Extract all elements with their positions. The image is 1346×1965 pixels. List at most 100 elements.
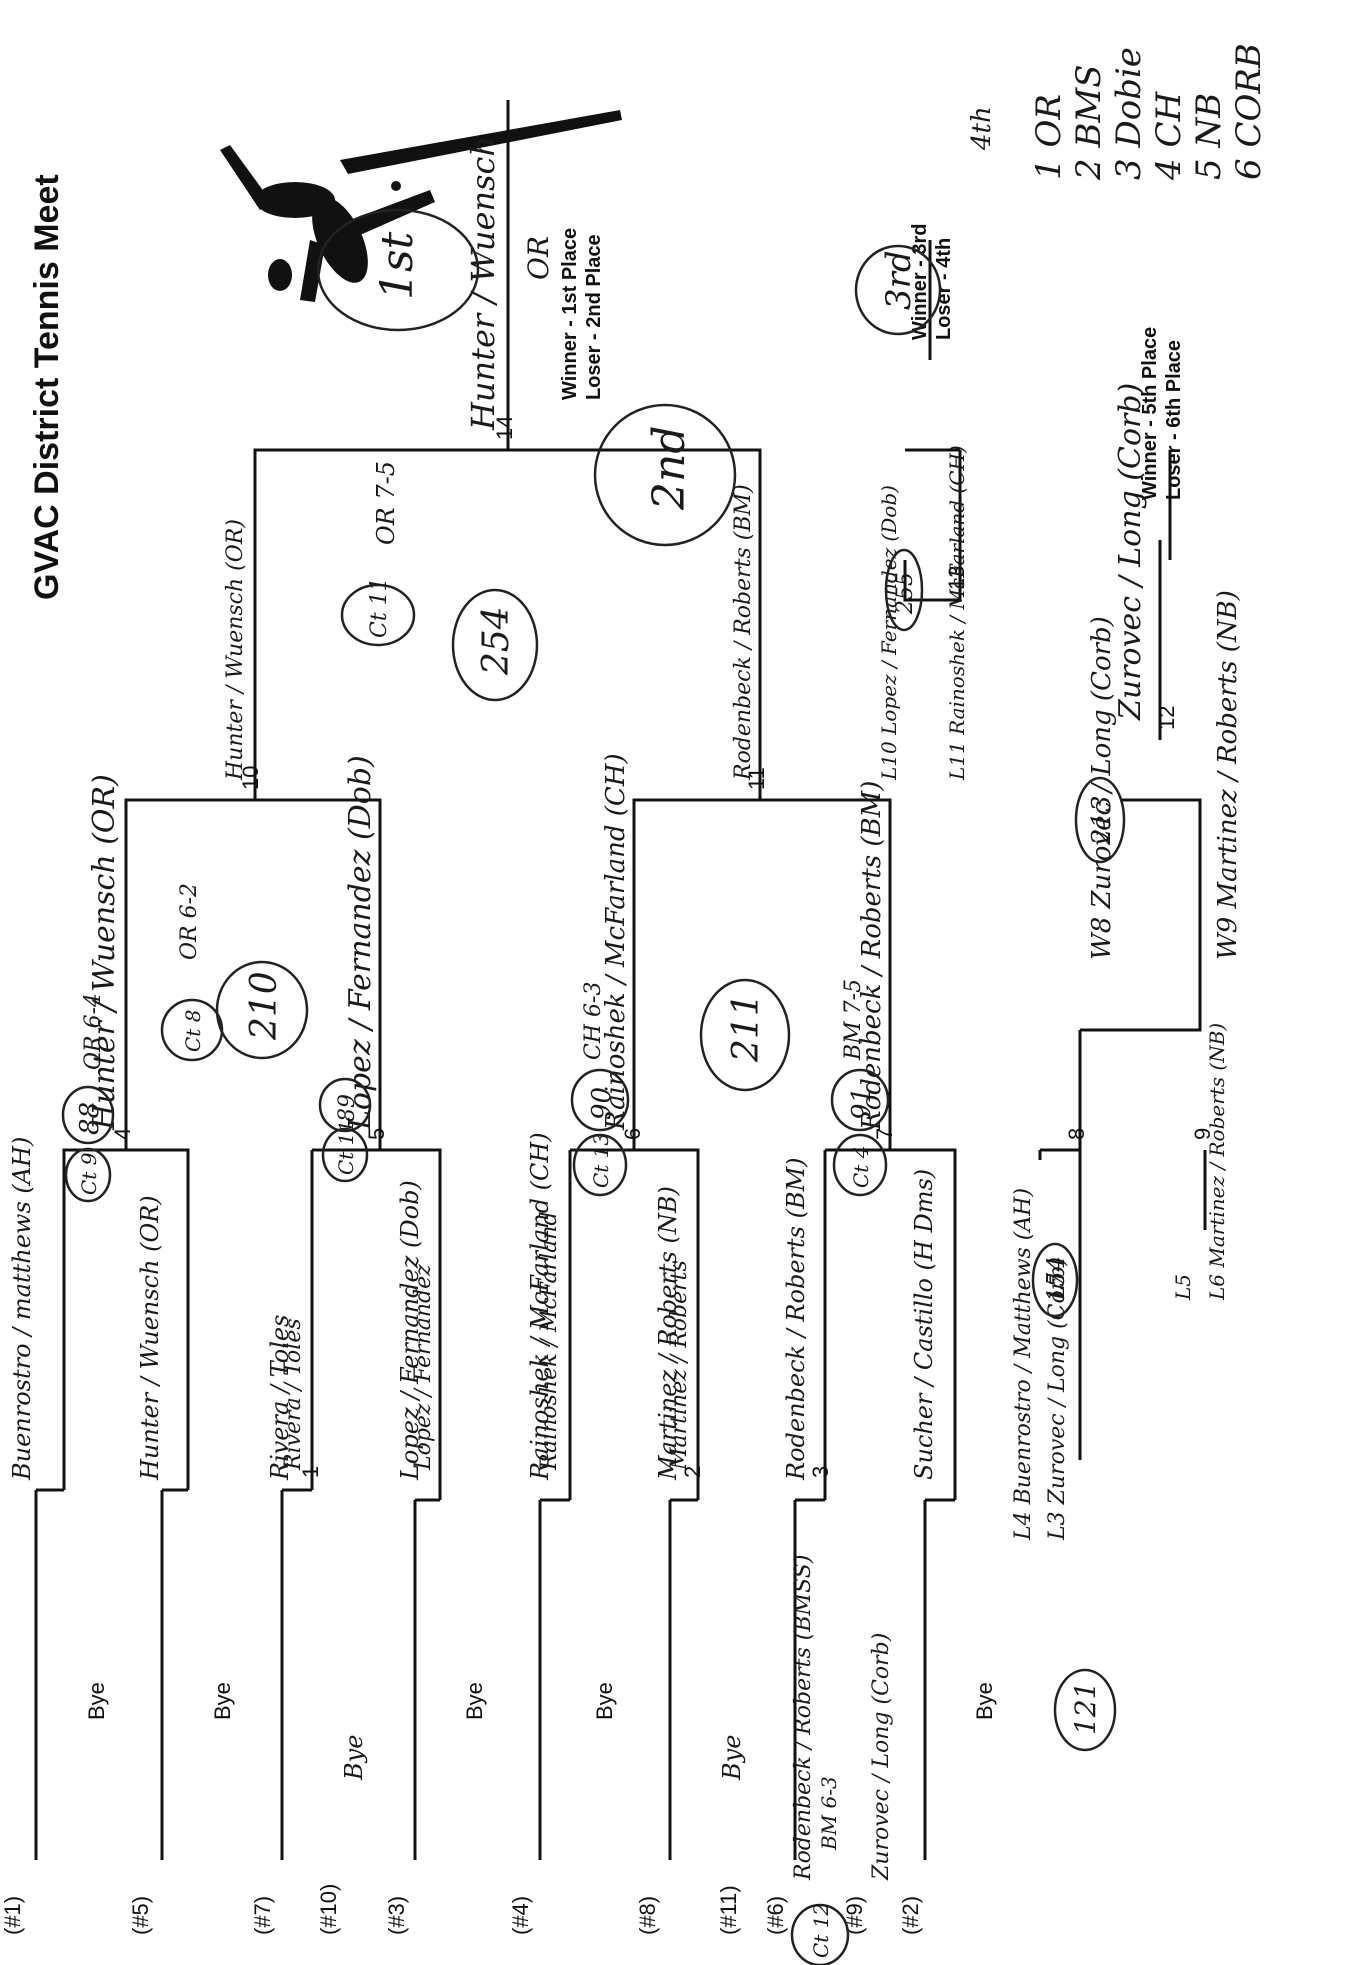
hand-cons-l3: L3 Zurovec / Long (Corb) <box>1045 1257 1070 1541</box>
bye-label: Bye <box>592 1682 617 1720</box>
tennis-player-silhouette <box>220 110 622 302</box>
page-title: GVAC District Tennis Meet <box>28 174 66 600</box>
hand-m2-top: Rainoshek / McFarland <box>537 1212 562 1472</box>
svg-text:89: 89 <box>335 1094 360 1122</box>
hand-w8: W8 Zurovec / Long (Corb) <box>1087 616 1117 960</box>
hand-r2-b: Hunter / Wuensch (OR) <box>136 1195 164 1481</box>
court-score-88: 88 Ct 9 OR 6-4 <box>61 993 115 1203</box>
bye-label: Bye <box>462 1682 487 1720</box>
hand-r2-g: Rodenbeck / Roberts (BM) <box>782 1157 810 1481</box>
svg-text:CH 6-3: CH 6-3 <box>581 982 606 1060</box>
hand-cons-l4: L4 Buenrostro / Matthews (AH) <box>1011 1188 1036 1541</box>
seed-3: (#3) <box>384 1896 409 1935</box>
svg-text:210: 210 <box>244 971 285 1041</box>
svg-text:255: 255 <box>893 572 918 615</box>
hand-r2-e: Rainoshek / McFarland (CH) <box>526 1132 554 1481</box>
seed-10: (#10) <box>316 1884 341 1935</box>
svg-text:254: 254 <box>476 606 517 676</box>
seed-6: (#6) <box>763 1896 788 1935</box>
court-score-91: 91 Ct 4 BM 7-5 <box>830 979 890 1197</box>
match-number: 5 <box>364 1128 389 1140</box>
court-score-89: 89 Ct 11 <box>318 1077 372 1183</box>
hand-seed11-bye: Bye <box>718 1735 746 1781</box>
hand-first: 1st <box>372 231 423 300</box>
svg-text:154: 154 <box>1042 1256 1070 1302</box>
standing-item: 6 CORB <box>1229 43 1269 180</box>
svg-text:BM 6-3: BM 6-3 <box>817 1776 841 1851</box>
match-number: 11 <box>744 767 769 790</box>
court-score-255: 255 <box>884 548 924 632</box>
svg-text:Ct 12: Ct 12 <box>809 1903 833 1958</box>
hand-cons-l7: L7 <box>1045 1274 1069 1301</box>
hand-rank-4th: 4th <box>967 106 997 151</box>
hand-sf-a: Hunter / Wuensch (OR) <box>223 519 248 781</box>
hand-r2-c: Rivera / Toles <box>266 1315 294 1481</box>
hand-sf-b: Rodenbeck / Roberts (BM) <box>731 484 756 781</box>
hand-cons-l6: L6 Martinez / Roberts (NB) <box>1205 1023 1229 1301</box>
seed-4: (#4) <box>508 1896 533 1935</box>
bye-labels: Bye Bye Bye Bye Bye <box>84 1682 997 1720</box>
court-score-210: 210 Ct 8 OR 6-2 <box>160 883 309 1062</box>
seed-2: (#2) <box>898 1896 923 1935</box>
bye-label: Bye <box>210 1682 235 1720</box>
match-number: 13 <box>944 566 969 590</box>
svg-text:121: 121 <box>1069 1682 1102 1735</box>
bye-label: Bye <box>972 1682 997 1720</box>
svg-text:211: 211 <box>726 993 767 1063</box>
seed-7: (#7) <box>250 1896 275 1935</box>
match-number: 1 <box>298 1466 323 1478</box>
seed-8: (#8) <box>635 1896 660 1935</box>
match-number: 14 <box>492 416 517 440</box>
bracket-lines <box>34 100 1207 1860</box>
hand-final-school: OR <box>522 236 555 280</box>
svg-text:213: 213 <box>1087 795 1117 846</box>
svg-text:Ct 11: Ct 11 <box>334 1120 358 1175</box>
handwritten-entries: Buenrostro / matthews (AH) Hunter / Wuen… <box>8 106 1243 1881</box>
seed-9: (#9) <box>842 1896 867 1935</box>
hand-m3-bottom: Zurovec / Long (Corb) <box>869 1633 894 1881</box>
hand-m1-bottom: Lopez / Fernandez <box>411 1264 436 1471</box>
hand-w9: W9 Martinez / Roberts (NB) <box>1213 590 1243 960</box>
bye-label: Bye <box>84 1682 109 1720</box>
svg-text:88: 88 <box>75 1102 105 1135</box>
svg-text:91: 91 <box>847 1087 877 1120</box>
match-number: 6 <box>620 1128 645 1140</box>
hand-m2-bottom: Martinez / Roberts <box>667 1260 692 1471</box>
hand-qf-d: Rodenbeck / Roberts (BM) <box>857 781 887 1131</box>
svg-text:Ct 8: Ct 8 <box>181 1010 205 1052</box>
hand-m1-top: Rivera / Toles <box>281 1318 306 1471</box>
standing-item: 1 OR <box>1029 94 1069 180</box>
svg-text:Ct 4: Ct 4 <box>849 1146 873 1188</box>
svg-text:90: 90 <box>587 1087 617 1120</box>
seed-11: (#11) <box>716 1885 741 1935</box>
hand-cons-l5: L5 <box>1171 1274 1195 1301</box>
match-number: 3 <box>808 1466 833 1478</box>
court-score-154: 154 <box>1031 1242 1079 1318</box>
hand-seed10-bye: Bye <box>340 1735 368 1781</box>
court-score-211: 211 <box>699 978 791 1092</box>
seed-1: (#1) <box>0 1896 25 1935</box>
hand-r2-d: Lopez / Fernandez (Dob) <box>396 1180 424 1481</box>
court-score-254: 254 Ct 11 OR 7-5 <box>340 461 539 702</box>
court-score-90: 90 Ct 13 CH 6-3 <box>570 982 630 1197</box>
hand-l10: L10 Lopez / Fernandez (Dob) <box>877 485 901 781</box>
hand-m3-top: Rodenbeck / Roberts (BMSS) <box>791 1555 816 1881</box>
circled-annotations: 1st 2nd 3rd 88 Ct 9 OR 6-4 89 Ct 11 90 C… <box>61 208 1126 1965</box>
match-number: 12 <box>1154 706 1179 730</box>
standing-item: 2 BMS <box>1069 64 1109 181</box>
place-labels: Winner - 1st Place Loser - 2nd Place Win… <box>559 224 1185 501</box>
svg-text:OR 7-5: OR 7-5 <box>372 461 400 545</box>
hand-l11: L11 Rainoshek / McFarland (CH) <box>945 445 969 781</box>
svg-text:OR 6-2: OR 6-2 <box>177 883 202 960</box>
hand-final: Hunter / Wuensch <box>464 136 502 431</box>
court-score-213: 213 <box>1074 776 1126 864</box>
svg-text:Ct 9: Ct 9 <box>77 1152 101 1195</box>
svg-text:Ct 11: Ct 11 <box>367 577 392 638</box>
hand-third: 3rd <box>879 250 919 310</box>
court-score-121: 121 Ct 12 BM 6-3 <box>790 1668 1117 1965</box>
fifth-winner-label: Winner - 5th Place <box>1139 327 1161 500</box>
match-number: 9 <box>1190 1128 1215 1140</box>
match-number: 8 <box>1064 1128 1089 1140</box>
standing-item: 3 Dobie <box>1109 47 1149 180</box>
